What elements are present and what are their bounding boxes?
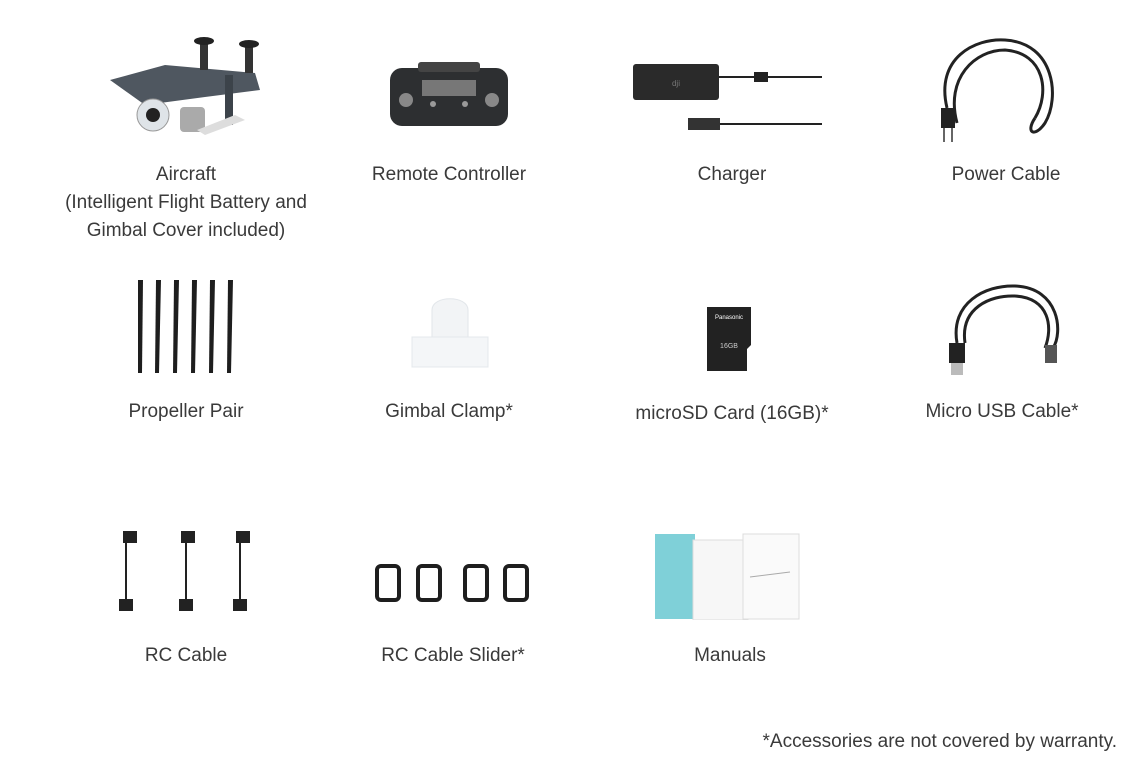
manuals-icon [655, 533, 800, 620]
rc-cable-icon [119, 531, 250, 611]
gimbal-clamp-label: Gimbal Clamp* [385, 401, 513, 422]
charger-label: Charger [697, 164, 767, 185]
remote-controller-icon [390, 62, 508, 126]
aircraft-icon [110, 37, 260, 135]
microsd-card-icon: Panasonic 16GB [707, 307, 751, 371]
rc-cable-label: RC Cable [144, 645, 228, 666]
remote-controller-label: Remote Controller [371, 164, 527, 185]
rc-cable-slider-icon [375, 564, 529, 602]
aircraft-label: Aircraft [155, 164, 217, 185]
usb-cable-label: Micro USB Cable* [925, 401, 1079, 422]
aircraft-sub-label: (Intelligent Flight Battery and [65, 192, 307, 213]
item-label: Aircraft (Intelligent Flight Battery and… [36, 161, 336, 245]
gimbal-clamp-icon [411, 298, 489, 368]
aircraft-sub-label: Gimbal Cover included) [86, 220, 286, 241]
power-cable-icon [941, 38, 1054, 142]
card-size: 16GB [720, 343, 738, 350]
microsd-card-label: microSD Card (16GB)* [635, 403, 829, 424]
power-cable-label: Power Cable [951, 164, 1061, 185]
svg-text:dji: dji [672, 79, 680, 88]
card-brand: Panasonic [715, 315, 743, 321]
manuals-label: Manuals [694, 645, 766, 666]
rc-cable-slider-label: RC Cable Slider* [381, 645, 525, 666]
propeller-label: Propeller Pair [128, 401, 244, 422]
propeller-icon [138, 280, 233, 373]
charger-icon: dji [633, 64, 822, 130]
usb-cable-icon [949, 284, 1060, 375]
warranty-footnote: *Accessories are not covered by warranty… [762, 731, 1117, 752]
